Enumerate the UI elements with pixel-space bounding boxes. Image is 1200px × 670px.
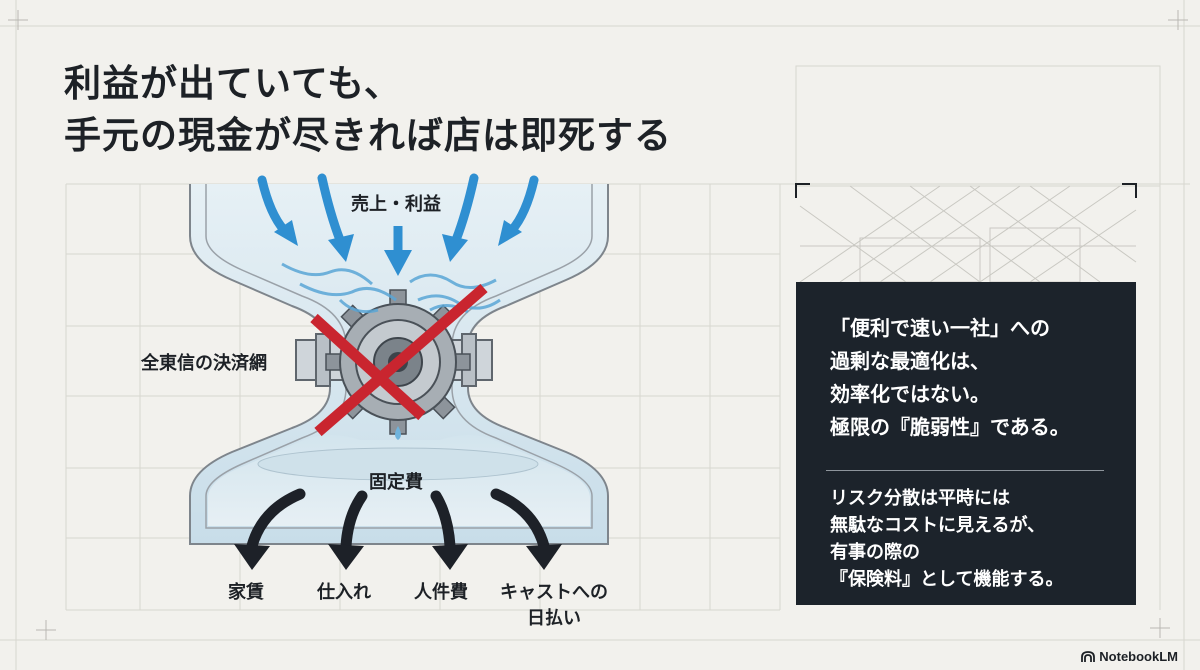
- brand-watermark: NotebookLM: [1081, 649, 1178, 664]
- panel-main-line: 極限の『脆弱性』である。: [830, 415, 1070, 439]
- cross-mark-icon: [310, 283, 488, 437]
- panel-divider: [826, 470, 1104, 471]
- fixed-cost-label: 固定費: [369, 472, 423, 493]
- panel-main-line: 「便利で速い一社」への: [830, 316, 1050, 340]
- outflow-arrow-rent: [234, 488, 306, 570]
- panel-sub-line: リスク分散は平時には: [830, 488, 1010, 509]
- outflow-arrow-daily-pay: [490, 488, 562, 570]
- notebooklm-logo-icon: [1081, 650, 1096, 662]
- panel-main-line: 過剰な最適化は、: [830, 349, 990, 373]
- outflow-label-daily-pay-line-1: キャストへの: [500, 582, 608, 603]
- outflow-label-daily-pay: キャストへの 日払い: [494, 578, 614, 630]
- brand-name: NotebookLM: [1099, 649, 1178, 664]
- outflow-label-daily-pay-line-2: 日払い: [527, 608, 581, 629]
- panel-sub-line: 無駄なコストに見えるが、: [830, 515, 1046, 536]
- panel-sub-line: 有事の際の: [830, 542, 920, 563]
- outflow-arrow-labor: [430, 490, 468, 570]
- outflow-arrow-purchasing: [328, 490, 368, 570]
- panel-main-line: 効率化ではない。: [830, 382, 990, 406]
- inflow-arrow-3: [384, 226, 412, 276]
- inflow-arrow-2: [317, 173, 354, 262]
- inflow-arrows: [257, 173, 539, 276]
- inflow-arrow-1: [257, 175, 298, 246]
- outflow-label-labor: 人件費: [414, 582, 468, 603]
- outflow-label-rent: 家賃: [228, 582, 264, 603]
- inflow-arrow-4: [442, 173, 479, 262]
- panel-sub-text: リスク分散は平時には 無駄なコストに見えるが、 有事の際の 『保険料』として機能…: [830, 485, 1112, 593]
- message-panel: 「便利で速い一社」への 過剰な最適化は、 効率化ではない。 極限の『脆弱性』であ…: [796, 282, 1136, 605]
- network-label: 全東信の決済網: [141, 353, 267, 374]
- title-line-2: 手元の現金が尽きれば店は即死する: [64, 114, 672, 157]
- outflow-arrows: [234, 488, 562, 570]
- inflow-arrow-5: [498, 175, 539, 246]
- page-title: 利益が出ていても、 手元の現金が尽きれば店は即死する: [64, 58, 672, 162]
- panel-sub-line: 『保険料』として機能する。: [830, 569, 1064, 590]
- panel-main-text: 「便利で速い一社」への 過剰な最適化は、 効率化ではない。 極限の『脆弱性』であ…: [830, 312, 1112, 444]
- outflow-label-purchasing: 仕入れ: [317, 582, 371, 603]
- inflow-label: 売上・利益: [351, 194, 441, 215]
- title-line-1: 利益が出ていても、: [64, 62, 402, 105]
